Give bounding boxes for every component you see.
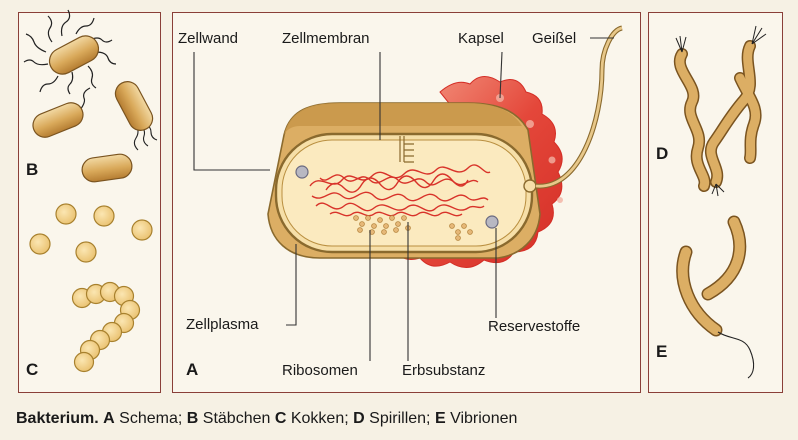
rod-with-peritrichous-flagella	[24, 10, 116, 94]
vibrios	[683, 222, 754, 378]
label-erbsubstanz: Erbsubstanz	[402, 362, 485, 379]
label-reservestoffe: Reservestoffe	[488, 318, 580, 335]
panel-letter-c: C	[26, 360, 38, 380]
caption-letter-d: D	[353, 410, 365, 427]
panel-letter-a: A	[186, 360, 198, 380]
caption-text-b: Stäbchen	[203, 410, 271, 427]
caption-letter-c: C	[275, 410, 287, 427]
caption-letter-e: E	[435, 410, 446, 427]
caption-text-a: Schema;	[119, 410, 182, 427]
label-kapsel: Kapsel	[458, 30, 504, 47]
label-zellmembran: Zellmembran	[282, 30, 370, 47]
caption-letter-a: A	[103, 410, 115, 427]
label-zellplasma: Zellplasma	[186, 316, 259, 333]
caption-title: Bakterium.	[16, 410, 99, 427]
panel-letter-d: D	[656, 144, 668, 164]
panel-letter-e: E	[656, 342, 667, 362]
caption-letter-b: B	[187, 410, 199, 427]
caption-text-c: Kokken;	[291, 410, 349, 427]
rod-plain	[81, 153, 134, 184]
rod-with-single-flagellum	[29, 88, 90, 141]
caption-text-d: Spirillen;	[369, 410, 430, 427]
rod-with-polar-flagella	[111, 77, 157, 150]
spirilla	[676, 26, 766, 196]
cocci-single	[30, 204, 152, 262]
cocci-chain	[73, 283, 140, 372]
label-geissel: Geißel	[532, 30, 576, 47]
panel-letter-b: B	[26, 160, 38, 180]
label-zellwand: Zellwand	[178, 30, 238, 47]
label-ribosomen: Ribosomen	[282, 362, 358, 379]
caption-text-e: Vibrionen	[450, 410, 517, 427]
figure-caption: Bakterium. A Schema; B Stäbchen C Kokken…	[16, 410, 517, 428]
